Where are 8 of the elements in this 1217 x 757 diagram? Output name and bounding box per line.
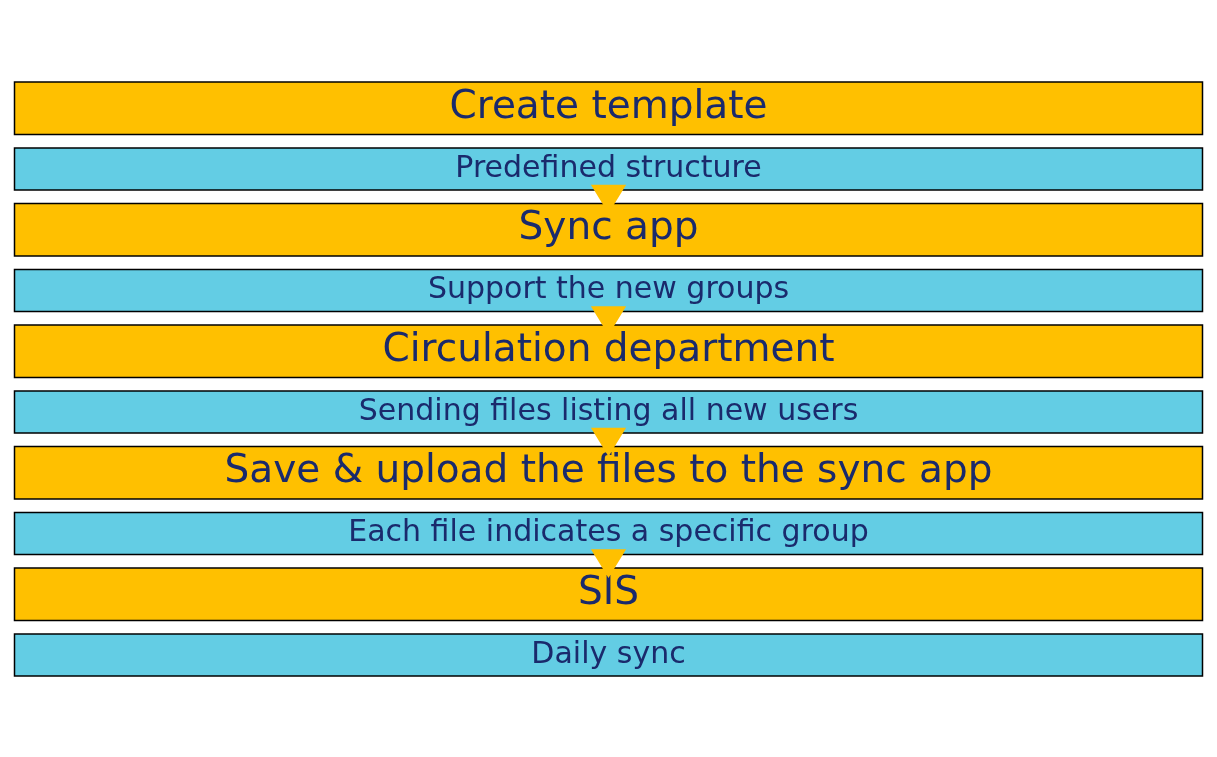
node-box: Circulation department (13, 323, 1204, 378)
node-box: Sync app (13, 202, 1204, 257)
arrow (590, 427, 627, 457)
node-box: Create template (13, 80, 1204, 135)
arrow (590, 548, 627, 578)
node-box: Save & upload the files to the sync app (13, 445, 1204, 500)
node-box: Daily sync (13, 632, 1204, 677)
node-box: SIS (13, 566, 1204, 621)
